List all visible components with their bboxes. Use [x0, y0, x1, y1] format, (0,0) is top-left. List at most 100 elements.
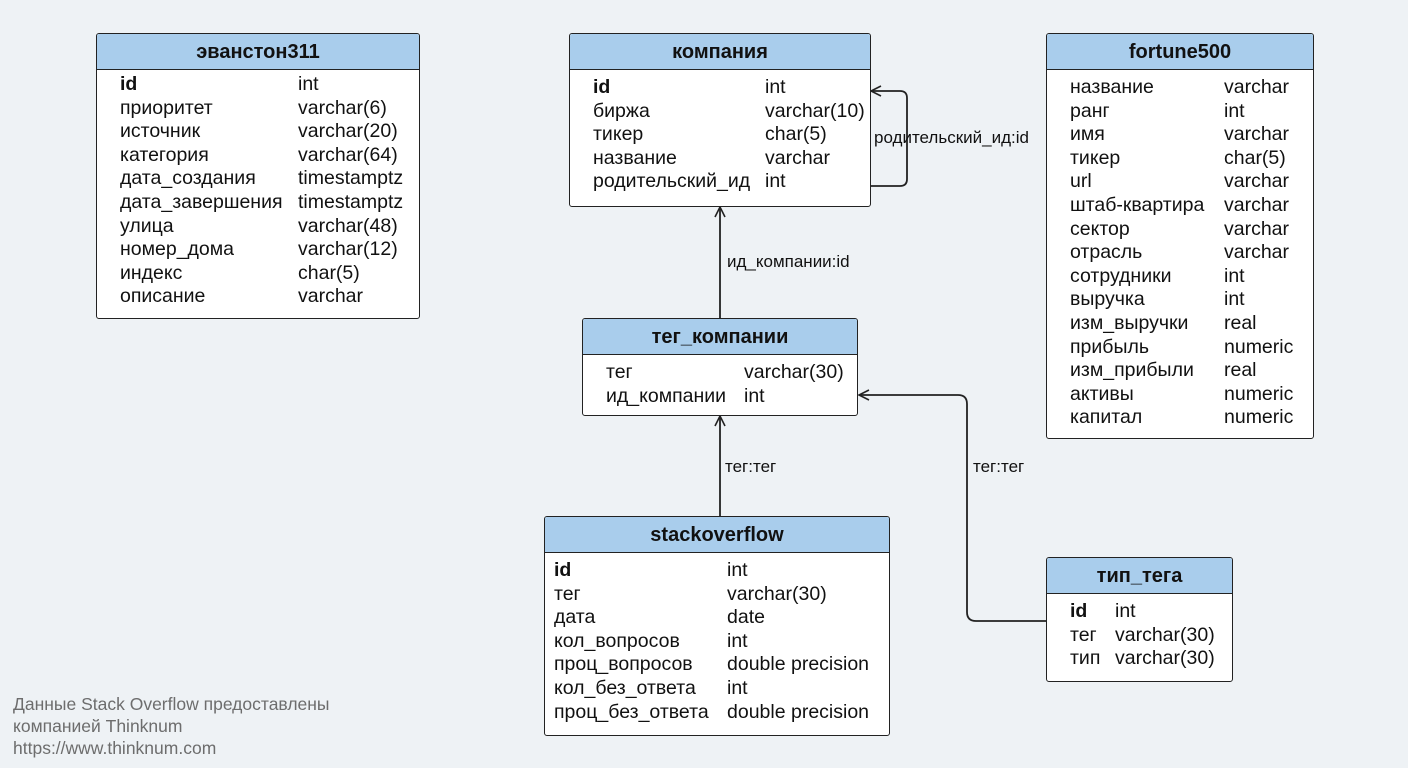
field-row: дата_создания timestamptz — [120, 167, 419, 191]
footnote-line: https://www.thinknum.com — [13, 738, 217, 758]
edge-company-parent — [870, 91, 908, 187]
field-type: varchar(10) — [765, 99, 865, 122]
field-name: штаб-квартира — [1070, 193, 1205, 216]
field-row: id int — [120, 73, 419, 97]
field-type: char(5) — [298, 261, 360, 284]
field-type: varchar — [1224, 193, 1290, 216]
field-name: id — [1070, 600, 1088, 622]
field-type: varchar(30) — [1115, 647, 1215, 670]
field-name: прибыль — [1070, 335, 1150, 358]
field-name: название — [593, 146, 677, 169]
field-name: сотрудники — [1070, 264, 1172, 287]
field-row: сектор varchar — [1070, 218, 1313, 242]
field-type: int — [1224, 99, 1245, 122]
field-name: имя — [1070, 123, 1105, 146]
field-name: id — [593, 76, 611, 98]
field-name: дата_завершения — [120, 190, 283, 213]
field-name: кол_без_ответа — [554, 676, 696, 699]
field-row: тикер char(5) — [593, 123, 870, 147]
field-row: сотрудники int — [1070, 265, 1313, 289]
field-name: дата_создания — [120, 167, 256, 190]
footnote: Данные Stack Overflow предоставлены комп… — [13, 693, 330, 759]
field-type: date — [727, 606, 765, 629]
field-type: real — [1224, 311, 1257, 334]
field-name: номер_дома — [120, 238, 235, 261]
field-name: тикер — [593, 123, 644, 146]
table-title: stackoverflow — [545, 517, 889, 553]
field-name: улица — [120, 214, 174, 237]
field-type: int — [1115, 600, 1136, 622]
field-name: проц_без_ответа — [554, 700, 709, 723]
field-row: штаб-квартира varchar — [1070, 194, 1313, 218]
field-row: кол_без_ответа int — [554, 677, 889, 701]
field-type: int — [298, 73, 319, 95]
field-name: отрасль — [1070, 241, 1143, 264]
field-type: char(5) — [765, 123, 827, 146]
field-name: изм_выручки — [1070, 311, 1189, 334]
field-type: varchar — [298, 285, 364, 308]
field-name: id — [120, 73, 138, 95]
field-type: int — [1224, 264, 1245, 287]
field-row: индекс char(5) — [120, 262, 419, 286]
field-row: тег varchar(30) — [606, 361, 857, 385]
field-name: индекс — [120, 261, 183, 284]
field-type: int — [727, 559, 748, 581]
table-title: компания — [570, 34, 870, 70]
field-name: тикер — [1070, 146, 1121, 169]
field-name: дата — [554, 606, 596, 629]
field-name: приоритет — [120, 96, 213, 119]
field-type: int — [765, 170, 786, 193]
field-type: double precision — [727, 653, 870, 676]
field-type: varchar(30) — [744, 361, 844, 383]
field-type: double precision — [727, 700, 870, 723]
field-type: int — [727, 676, 748, 699]
field-type: timestamptz — [298, 167, 404, 190]
field-name: источник — [120, 120, 201, 143]
field-name: тег — [606, 361, 633, 383]
field-name: выручка — [1070, 288, 1145, 311]
field-type: varchar(48) — [298, 214, 398, 237]
field-row: изм_выручки real — [1070, 312, 1313, 336]
edge-label-tag-company-to-company: ид_компании:id — [727, 252, 850, 271]
field-type: real — [1224, 359, 1257, 382]
edge-tag-type-to-tag-company — [859, 395, 1047, 622]
field-name: родительский_ид — [593, 170, 751, 193]
field-name: ранг — [1070, 99, 1110, 122]
field-name: ид_компании — [606, 384, 727, 407]
field-name: категория — [120, 143, 209, 166]
field-row: дата date — [554, 606, 889, 630]
field-name: сектор — [1070, 217, 1130, 240]
field-type: numeric — [1224, 406, 1294, 429]
field-type: varchar — [1224, 217, 1290, 240]
field-type: varchar(12) — [298, 238, 398, 261]
field-name: тег — [554, 582, 581, 605]
edge-label-stackoverflow-to-tag-company: тег:тег — [725, 457, 777, 476]
edge-label-company-parent: родительский_ид:id — [874, 128, 1029, 147]
field-name: кол_вопросов — [554, 629, 680, 652]
